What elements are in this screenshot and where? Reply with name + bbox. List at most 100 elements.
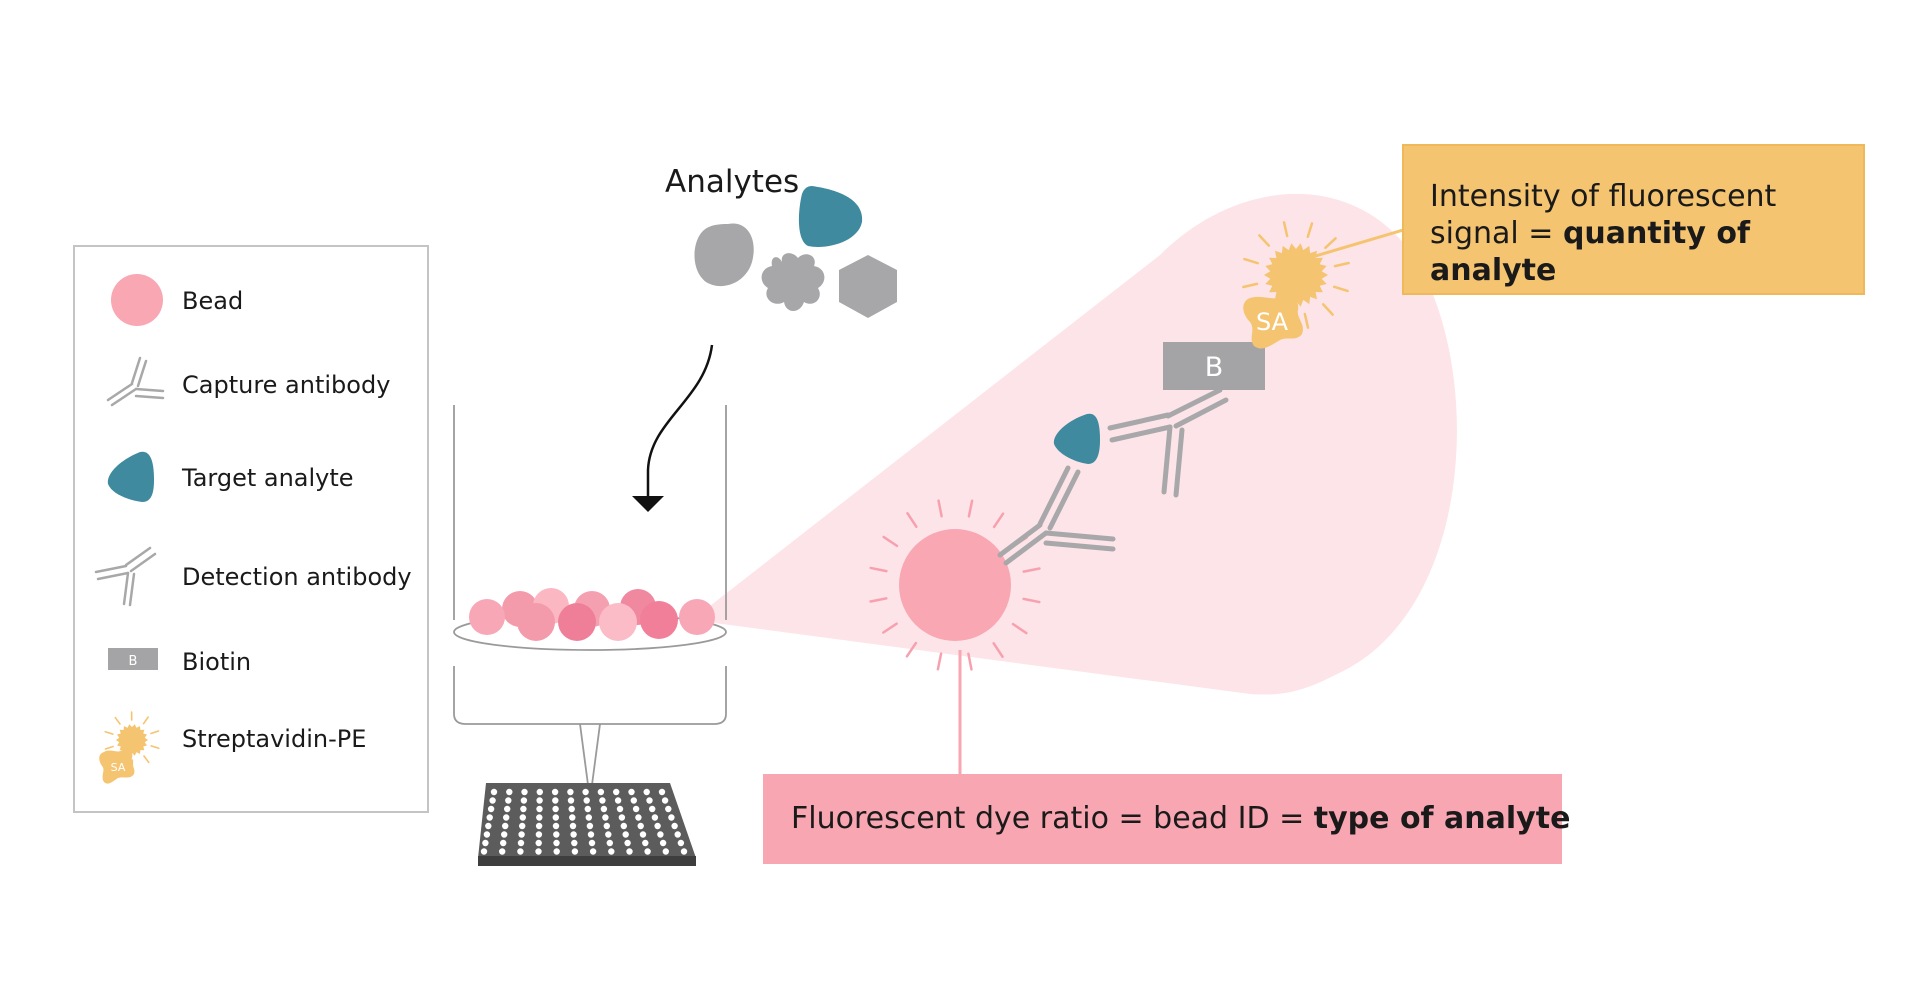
- biotin-tag: B: [1163, 342, 1265, 390]
- plate-well: [600, 805, 608, 813]
- glow-ray: [104, 730, 114, 735]
- flower-analyte-icon: [761, 253, 825, 311]
- plate-well: [608, 848, 615, 855]
- streptavidin-label: SA: [1256, 308, 1289, 336]
- plate-well: [639, 831, 647, 838]
- plate-well: [618, 814, 626, 821]
- plate-well: [605, 831, 612, 838]
- glow-ray: [1321, 303, 1334, 316]
- plate-well: [674, 831, 681, 838]
- legend-label-target-analyte: Target analyte: [182, 464, 354, 492]
- glow-ray: [906, 512, 918, 528]
- plate-well: [552, 822, 560, 830]
- curved-arrow: [646, 344, 714, 498]
- glow-ray: [143, 755, 150, 764]
- plate-well: [552, 805, 559, 813]
- type-callout: Fluorescent dye ratio = bead ID = type o…: [763, 774, 1570, 864]
- analytes-title: Analytes: [665, 164, 800, 200]
- target-analyte-icon: [798, 186, 863, 247]
- plate-well: [668, 814, 675, 821]
- plate-well: [569, 814, 576, 821]
- plate-well: [535, 839, 542, 847]
- legend-label-streptavidin-pe: Streptavidin-PE: [182, 725, 367, 753]
- plate-well: [535, 831, 543, 838]
- plate-well: [626, 848, 633, 855]
- plate-well: [658, 788, 666, 796]
- plate-well: [536, 788, 543, 796]
- plate-well: [632, 805, 640, 813]
- plate-well: [536, 814, 543, 821]
- quantity-callout-line2: signal = quantity of analyte: [1430, 215, 1863, 289]
- plate-well: [597, 788, 605, 796]
- arrow-head: [632, 496, 664, 512]
- plate-well: [553, 839, 560, 847]
- plate-well: [671, 822, 678, 830]
- type-callout-prefix: Fluorescent dye ratio = bead ID =: [791, 801, 1314, 836]
- plate-well: [628, 788, 635, 796]
- plate-well: [506, 788, 513, 796]
- plate-well: [585, 814, 592, 821]
- well-plate-icon: [478, 783, 696, 866]
- plate-well: [583, 797, 590, 804]
- glow-ray: [937, 499, 943, 518]
- large-bead: [899, 529, 1011, 641]
- plate-well: [665, 805, 672, 813]
- plate-well: [552, 814, 559, 821]
- plate-well: [503, 814, 510, 821]
- legend-label-bead: Bead: [182, 287, 244, 315]
- plate-well: [642, 839, 649, 847]
- plate-well: [567, 788, 574, 796]
- quantity-callout-prefix: signal =: [1430, 216, 1563, 251]
- glow-ray: [150, 730, 160, 735]
- plate-well: [582, 788, 589, 796]
- glow-ray: [967, 652, 973, 671]
- plate-well: [588, 839, 596, 847]
- streptavidin-pe: SA: [1242, 221, 1350, 349]
- plate-well: [518, 831, 525, 838]
- glow-ray: [905, 641, 918, 658]
- glow-ray: [150, 745, 160, 750]
- tube-beads: [469, 588, 715, 641]
- hexagon-analyte-icon: [839, 255, 897, 318]
- plate-well: [536, 805, 543, 813]
- plate-well: [483, 831, 491, 838]
- plate-well: [489, 797, 496, 804]
- plate-well: [589, 848, 597, 855]
- detection-antibody-icon: [94, 546, 157, 607]
- glow-ray: [1022, 567, 1041, 573]
- plate-well: [499, 848, 506, 855]
- plate-well: [635, 814, 642, 821]
- bound-target-analyte: [1053, 413, 1100, 464]
- plate-well: [502, 822, 509, 830]
- glow-ray: [1324, 237, 1337, 250]
- glow-ray: [869, 597, 888, 603]
- plate-well: [661, 797, 669, 804]
- plate-well: [643, 788, 650, 796]
- detection-antibody: [1107, 387, 1229, 498]
- plate-well: [553, 831, 560, 838]
- plate-well: [613, 788, 620, 796]
- quantity-connector: [1301, 226, 1411, 262]
- plate-well: [602, 814, 609, 821]
- plate-well: [651, 814, 659, 821]
- svg-text:B: B: [129, 654, 138, 669]
- plate-well: [614, 797, 622, 804]
- plate-well: [480, 848, 488, 855]
- glow-ray: [967, 499, 974, 518]
- plate-well: [654, 822, 661, 830]
- glow-ray: [104, 745, 114, 750]
- plate-well: [521, 788, 528, 796]
- target-analyte-icon: [107, 451, 154, 502]
- streptavidin-body: [1243, 294, 1303, 349]
- plate-well: [553, 848, 560, 855]
- glow-ray: [882, 535, 899, 548]
- plate-well: [677, 839, 685, 847]
- plate-well: [505, 797, 512, 804]
- glow-ray: [1243, 257, 1260, 265]
- plate-well: [584, 805, 591, 813]
- glow-ray: [1242, 282, 1259, 289]
- biotin-icon: B: [108, 648, 158, 670]
- large-bead-group: [869, 499, 1041, 671]
- plate-well: [657, 831, 664, 838]
